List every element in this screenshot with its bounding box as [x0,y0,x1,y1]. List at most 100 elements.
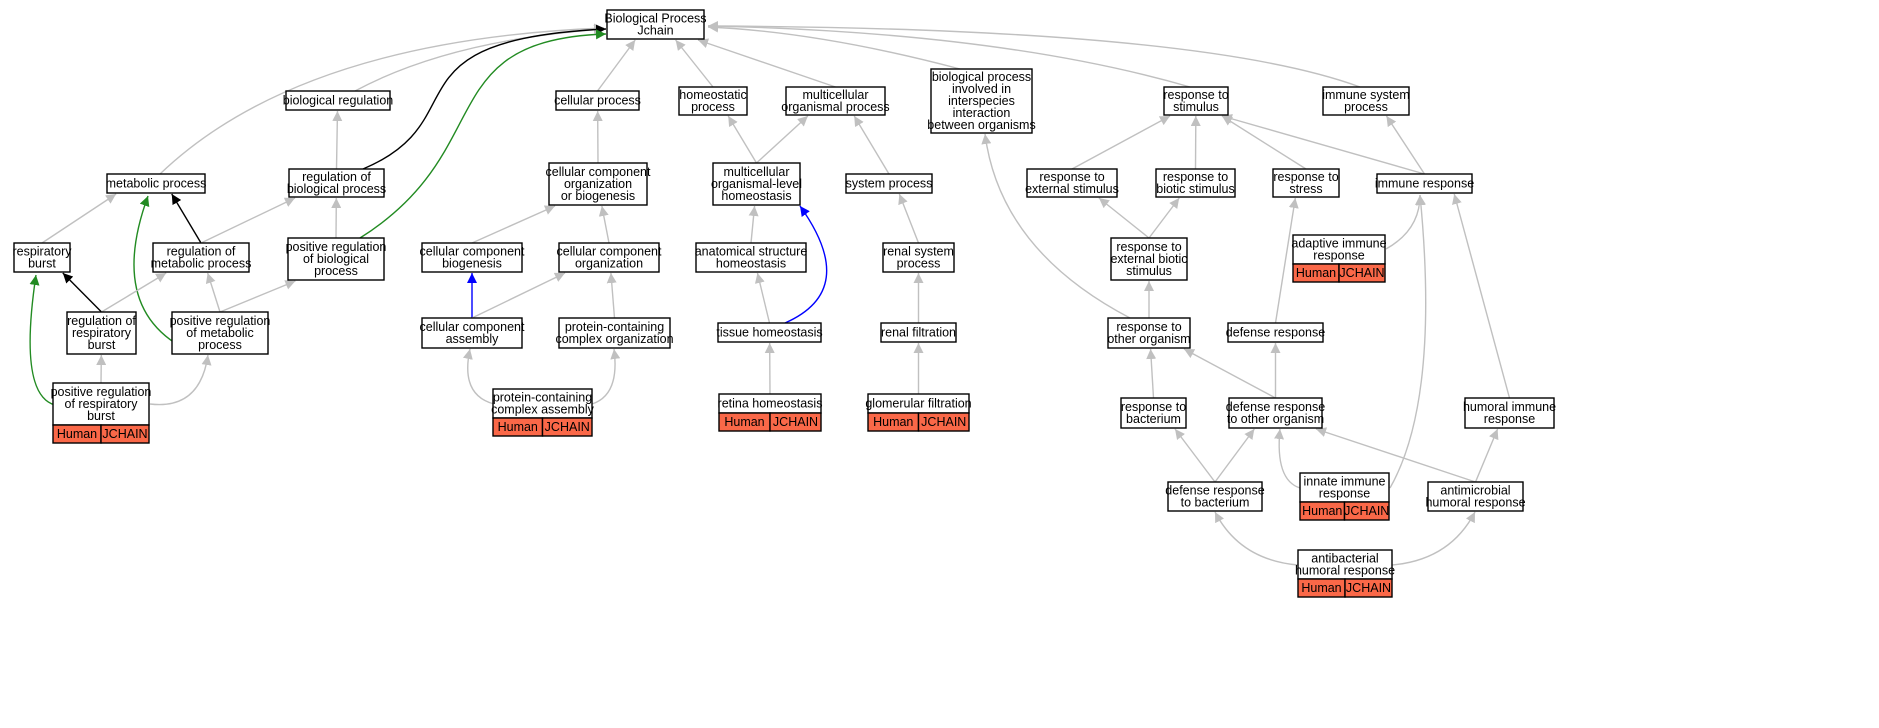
edge-antimicrobial-humoral-response-to-humoral-immune-response [1474,428,1499,483]
node-label-line: tissue homeostasis [716,326,822,340]
node-label-line: biotic stimulus [1156,182,1235,196]
node-label-line: cellular component [546,165,651,179]
node-label-line: organismal-level [711,177,802,191]
edge-innate-immune-response-to-defense-response-to-other-organism [1274,428,1301,489]
node-defense-response[interactable]: defense response [1226,322,1325,343]
node-box [287,237,385,281]
node-label-line: multicellular [724,165,790,179]
node-immune-response[interactable]: immune response [1375,173,1474,194]
node-label-line: organismal process [781,100,889,114]
node-label-line: stress [1289,182,1322,196]
node-label-line: complex organization [555,332,673,346]
node-renal-filtration[interactable]: renal filtration [880,322,957,343]
node-label-line: protein-containing [565,320,664,334]
edge-tissue-homeostasis-to-anatomical-structure-homeostasis [754,272,771,324]
node-label-line: homeostasis [716,257,786,271]
node-box [152,242,250,273]
node-box [1026,168,1118,198]
edge-antimicrobial-humoral-response-to-defense-response-to-other-organism [1315,427,1476,483]
gene-tag-label: JCHAIN [545,420,590,434]
node-metabolic-process[interactable]: metabolic process [106,173,207,194]
node-box [555,90,640,111]
node-box [13,242,71,273]
node-label-line: metabolic process [106,177,207,191]
node-label-line: response to [1116,240,1181,254]
node-box [606,9,705,40]
node-label-line: immune response [1375,177,1474,191]
edge-response-to-stress-to-response-to-stimulus [1221,115,1307,170]
edge-defense-response-to-bacterium-to-response-to-bacterium [1174,428,1216,483]
edge-positive-regulation-of-respiratory-burst-to-respiratory-burst [29,274,56,406]
node-cellular-process[interactable]: cellular process [554,90,641,111]
species-tag-label: Human [1301,581,1341,595]
node-label-line: biological regulation [283,94,394,108]
edge-interspecies-to-root [707,22,961,70]
node-tissue-homeostasis[interactable]: tissue homeostasis [716,322,823,343]
edge-cellular-component-organization-to-ccob [598,205,610,244]
node-label-line: organization [564,177,632,191]
gene-tag-label: JCHAIN [102,427,147,441]
node-box [695,242,807,273]
edge-protein-containing-complex-assembly-to-cellular-component-assembly [462,348,495,405]
node-label-line: complex assembly [491,403,595,417]
node-box [1167,481,1263,512]
node-label-line: respiratory [12,245,72,259]
node-label-line: humoral immune [1463,400,1556,414]
node-label-line: cellular component [557,245,662,259]
node-box [558,317,671,349]
node-box [548,162,648,206]
node-label-line: metabolic process [151,257,252,271]
node-box [1297,549,1393,580]
edge-multicellular-organismal-process-to-root [697,38,836,88]
node-label-line: cellular component [420,320,525,334]
node-label-line: burst [87,409,115,423]
edge-regulation-of-respiratory-burst-to-regulation-of-metabolic-process [101,272,167,313]
edge-protein-containing-complex-assembly-to-protein-containing-complex-organization [591,348,621,405]
edge-antibacterial-humoral-response-to-defense-response-to-bacterium [1214,511,1299,566]
node-label-line: regulation of [302,170,371,184]
edge-positive-regulation-of-biological-process-to-root [359,29,607,239]
node-system-process[interactable]: system process [845,173,933,194]
node-box [882,242,955,273]
node-label-line: process [314,264,358,278]
node-biological-regulation[interactable]: biological regulation [283,90,394,111]
